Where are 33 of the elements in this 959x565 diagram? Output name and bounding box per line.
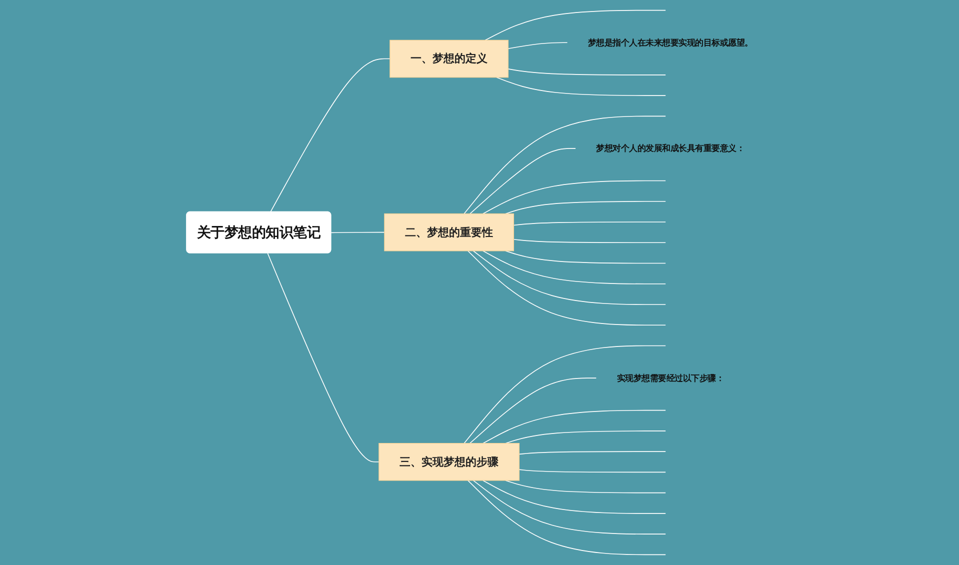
branch-line	[504, 480, 666, 494]
branch-line	[472, 480, 666, 534]
branch-line	[518, 469, 666, 473]
branch-line	[507, 68, 666, 76]
branch-line	[504, 430, 666, 444]
node-text: 实现梦想需要经过以下步骤：	[616, 373, 724, 383]
branch-line	[484, 10, 666, 41]
branch-line	[507, 42, 568, 50]
branch-line	[469, 378, 596, 444]
branch-line	[270, 58, 390, 212]
branch-line	[482, 410, 666, 444]
node-text: 梦想对个人的发展和成长具有重要意义：	[596, 144, 744, 154]
branch-line	[512, 222, 666, 226]
branch-line	[330, 232, 384, 234]
branch-line	[482, 250, 666, 284]
branch-line	[504, 250, 666, 264]
branch-line	[467, 480, 666, 556]
branch-line	[496, 76, 666, 96]
branch-line	[518, 451, 666, 455]
node-box: 二、梦想的重要性	[384, 213, 514, 252]
branch-line	[482, 480, 666, 514]
branch-line	[469, 148, 576, 214]
branch-line	[482, 180, 666, 214]
branch-line	[463, 116, 666, 214]
branch-line	[266, 252, 379, 462]
node-box: 三、实现梦想的步骤	[378, 443, 520, 481]
branch-line	[504, 200, 666, 214]
branch-line	[472, 250, 666, 305]
branch-line	[463, 345, 666, 444]
branch-line	[467, 250, 666, 326]
node-text: 梦想是指个人在未来想要实现的目标或愿望。	[587, 38, 752, 48]
branch-line	[512, 238, 666, 244]
node-box: 一、梦想的定义	[389, 40, 508, 78]
